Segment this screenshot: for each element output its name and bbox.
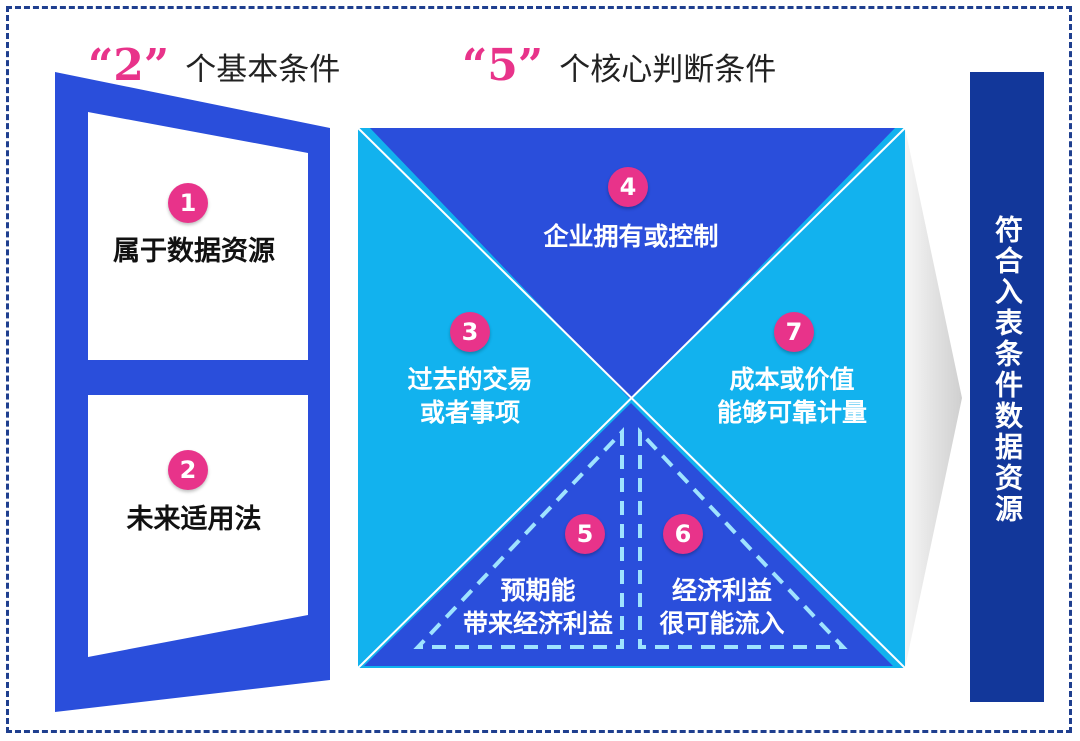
condition-5-line-1: 预期能 (500, 576, 576, 605)
condition-6-badge: 6 (663, 514, 703, 554)
diagonal-divider (357, 127, 906, 669)
heading-core-conditions: “5” 个核心判断条件 (462, 40, 776, 91)
condition-2-label: 未来适用法 (126, 504, 262, 535)
condition-2-badge: 2 (168, 450, 208, 490)
condition-3-badge: 3 (450, 312, 490, 352)
result-label: 符合入表条件数据资源 (991, 215, 1024, 525)
condition-6-dashed-outline (638, 426, 848, 649)
condition-5-badge: 5 (565, 514, 605, 554)
condition-7-label: 成本或价值 能够可靠计量 (717, 363, 867, 429)
condition-3-line-1: 过去的交易 (407, 365, 533, 394)
condition-6-line-1: 经济利益 (671, 576, 773, 605)
heading-basic-text: 个基本条件 (185, 52, 341, 88)
result-arrow (905, 128, 962, 668)
result-bar (970, 72, 1044, 702)
condition-1-badge: 1 (168, 183, 208, 223)
heading-core-number: “5” (462, 40, 544, 91)
condition-1-box (88, 112, 308, 360)
heading-core-text: 个核心判断条件 (559, 52, 777, 88)
condition-6-line-2: 很可能流入 (659, 609, 785, 638)
condition-3-line-2: 或者事项 (419, 398, 521, 427)
condition-5-line-2: 带来经济利益 (462, 609, 614, 638)
condition-5-6-triangle (364, 403, 893, 666)
condition-7-line-1: 成本或价值 (729, 365, 855, 394)
condition-6-label: 经济利益 很可能流入 (659, 574, 784, 640)
condition-3-label: 过去的交易 或者事项 (407, 363, 532, 429)
condition-4-badge: 4 (608, 167, 648, 207)
condition-4-triangle (370, 128, 895, 400)
condition-5-label: 预期能 带来经济利益 (463, 574, 613, 640)
page-frame (6, 6, 1072, 733)
condition-2-box (88, 395, 308, 657)
condition-4-label: 企业拥有或控制 (543, 222, 719, 251)
condition-7-badge: 7 (774, 312, 814, 352)
condition-1-label: 属于数据资源 (113, 236, 275, 267)
condition-7-line-2: 能够可靠计量 (716, 398, 868, 427)
